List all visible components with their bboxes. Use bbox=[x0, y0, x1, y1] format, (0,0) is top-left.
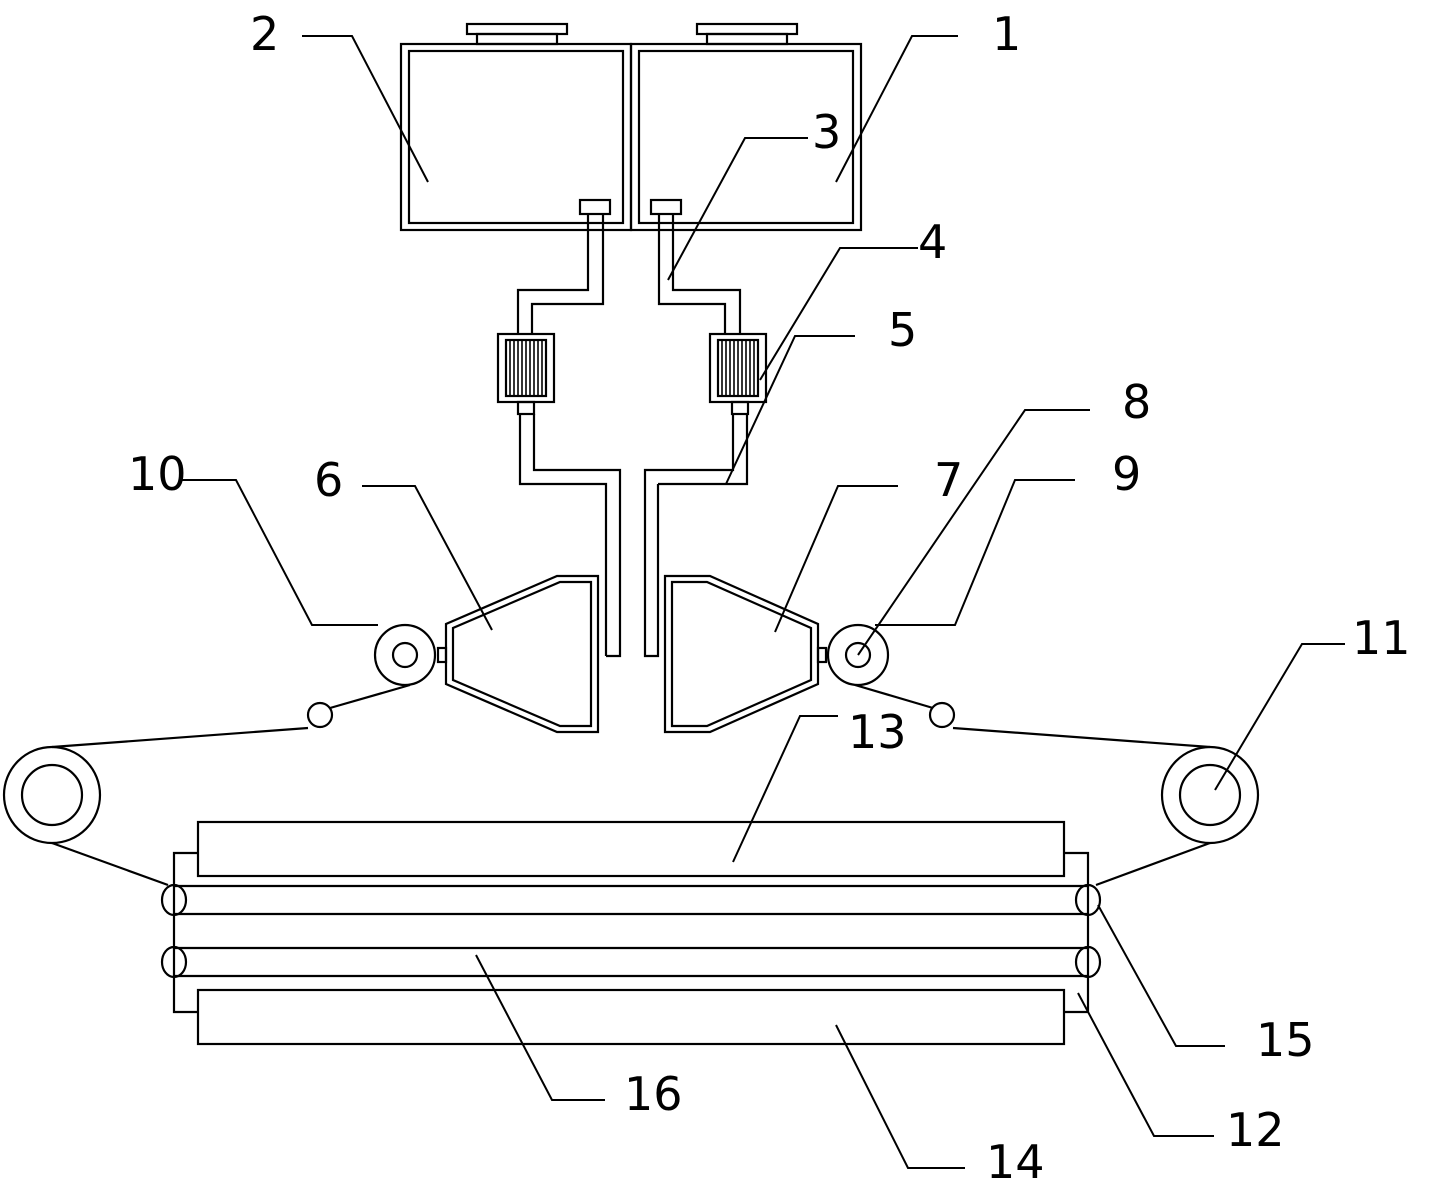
label-10: 10 bbox=[128, 447, 187, 501]
left-tank bbox=[399, 22, 633, 232]
lower-board bbox=[196, 988, 1066, 1046]
label-11: 11 bbox=[1352, 611, 1411, 665]
right-small-idler bbox=[928, 701, 956, 729]
right-pump bbox=[708, 332, 768, 416]
label-15: 15 bbox=[1256, 1013, 1315, 1067]
label-8: 8 bbox=[1122, 375, 1151, 429]
left-pump bbox=[496, 332, 556, 416]
left-small-idler bbox=[306, 701, 334, 729]
left-lower-pipe bbox=[518, 414, 622, 658]
label-13: 13 bbox=[848, 705, 907, 759]
right-spray-head bbox=[663, 574, 828, 734]
label-16: 16 bbox=[624, 1067, 683, 1121]
right-end-roller bbox=[1160, 745, 1260, 845]
labels: 2 1 3 4 5 8 9 7 6 10 11 13 15 16 12 14 bbox=[128, 7, 1411, 1183]
frame-rollers bbox=[160, 883, 1102, 979]
label-2: 2 bbox=[250, 7, 279, 61]
label-12: 12 bbox=[1226, 1103, 1285, 1157]
label-6: 6 bbox=[314, 453, 343, 507]
label-14: 14 bbox=[986, 1135, 1045, 1183]
left-spray-head bbox=[436, 574, 600, 734]
left-upper-pipe bbox=[516, 214, 605, 334]
label-4: 4 bbox=[918, 215, 947, 269]
right-lower-pipe bbox=[643, 414, 749, 658]
label-1: 1 bbox=[992, 7, 1021, 61]
leader-lines bbox=[182, 35, 1345, 1169]
upper-board bbox=[196, 820, 1066, 878]
label-9: 9 bbox=[1112, 447, 1141, 501]
belt bbox=[51, 683, 1211, 887]
left-guide-roller bbox=[373, 623, 437, 687]
left-end-roller bbox=[2, 745, 102, 845]
frame bbox=[172, 851, 1090, 1014]
label-3: 3 bbox=[812, 105, 841, 159]
label-7: 7 bbox=[934, 453, 963, 507]
right-upper-pipe bbox=[657, 214, 742, 334]
right-tank bbox=[629, 22, 863, 232]
label-5: 5 bbox=[888, 303, 917, 357]
